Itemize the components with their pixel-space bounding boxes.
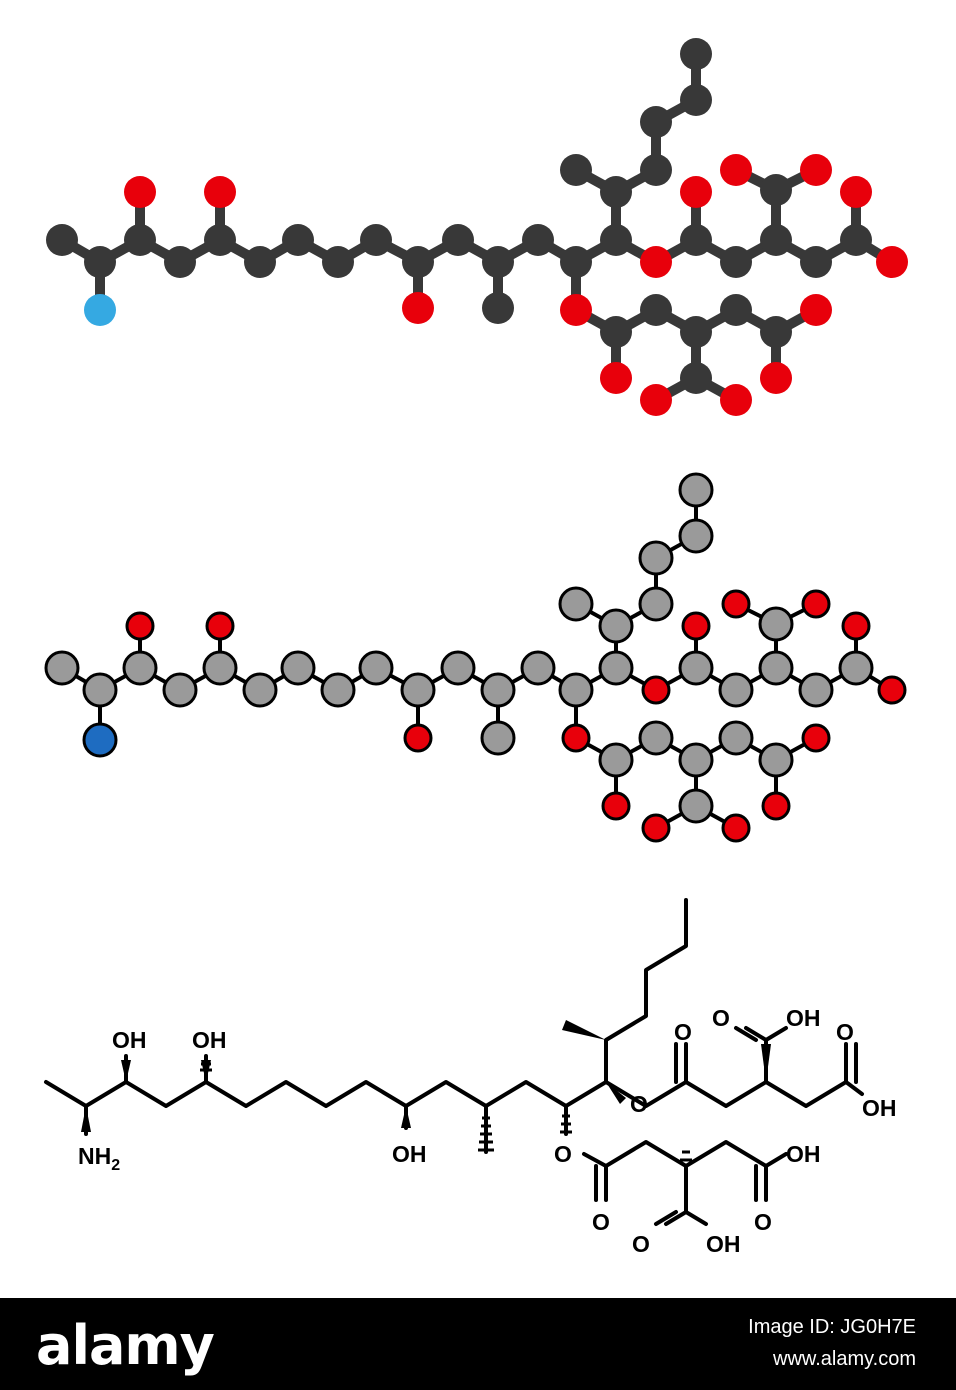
o-label: O [592,1209,610,1235]
oh-label: OH [706,1231,741,1257]
hashed-bonds [200,1062,692,1162]
oh-label: OH [786,1005,821,1031]
o-label: O [674,1019,692,1045]
image-id: Image ID: JG0H7E [748,1316,916,1338]
molecule-diagram: NH2 OH OH OH O O O O OH O OH O O OH O OH [44,38,908,1257]
skeletal-formula: NH2 OH OH OH O O O O OH O OH O O OH O OH [44,898,897,1257]
ball-and-stick-model-dark [46,38,908,416]
oh-label: OH [192,1027,227,1053]
oh-label: OH [392,1141,427,1167]
oh-label: OH [862,1095,897,1121]
o-label: O [554,1141,572,1167]
watermark-bar: alamy Image ID: JG0H7E www.alamy.com [0,1298,956,1390]
o-label: O [630,1091,648,1117]
o-label: O [632,1231,650,1257]
atoms-dark [46,38,908,416]
skeletal-bonds [44,898,864,1226]
o-label: O [712,1005,730,1031]
o-label: O [754,1209,772,1235]
oh-label: OH [112,1027,147,1053]
o-label: O [836,1019,854,1045]
brand-logo: alamy [36,1314,215,1377]
nitrogen-atom [84,294,116,326]
nh2-label: NH2 [78,1143,120,1174]
oh-label: OH [786,1141,821,1167]
site-url: www.alamy.com [773,1348,916,1370]
nitrogen-atom [82,722,118,758]
ball-and-stick-model-light [44,472,907,843]
atoms-light [44,472,907,843]
